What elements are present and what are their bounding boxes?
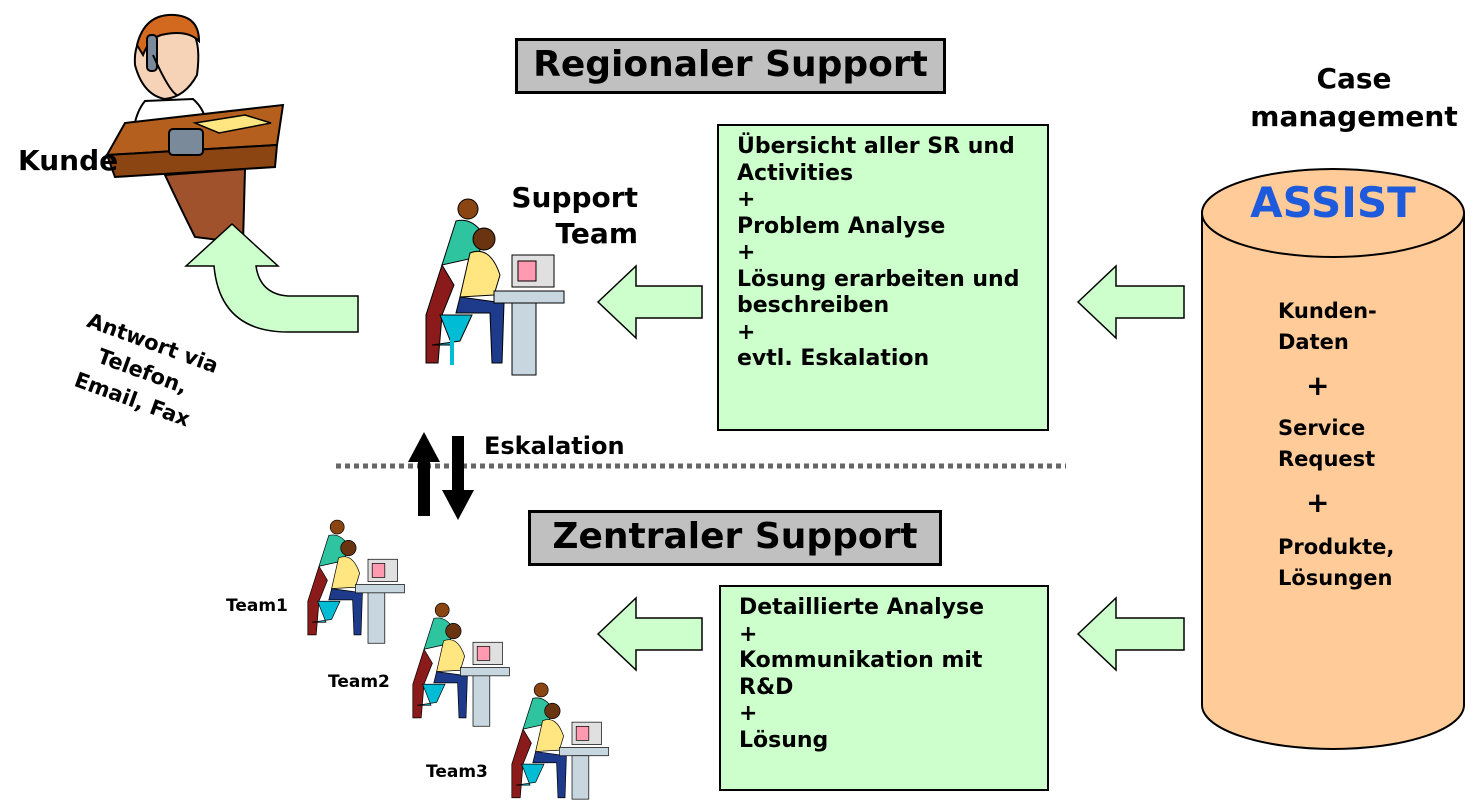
team3-label: Team3: [426, 762, 488, 782]
left-arrow-icon: [1076, 264, 1185, 340]
up-arrow-icon: [408, 432, 440, 516]
database-cylinder-icon: [1201, 168, 1465, 750]
zentral-line: Kommunikation mit: [739, 648, 983, 673]
regional-line: Activities: [737, 160, 854, 186]
assist-system-label: ASSIST: [1250, 178, 1416, 227]
left-arrow-icon: [596, 264, 703, 340]
case-title-line-2: management: [1250, 100, 1458, 133]
zentral-line: Lösung: [739, 727, 829, 753]
regional-line: Problem Analyse: [737, 213, 946, 239]
regional-line: Lösung erarbeiten und: [737, 266, 1020, 292]
case-plus: +: [1306, 369, 1330, 402]
case-plus: +: [1306, 486, 1330, 519]
regional-line: evtl. Eskalation: [737, 346, 930, 371]
support-worker-icon: [307, 519, 405, 644]
case-item: Produkte,: [1278, 535, 1395, 559]
support-worker-icon: [511, 682, 609, 800]
case-data-list: Kunden- Daten + Service Request + Produk…: [1278, 296, 1438, 594]
team2-label: Team2: [328, 672, 390, 692]
regional-support-header: Regionaler Support: [515, 38, 946, 94]
left-arrow-icon: [596, 596, 703, 672]
case-management-title: Case management: [1244, 60, 1464, 136]
zentral-tasks-box: Detaillierte Analyse + Kommunikation mit…: [719, 585, 1049, 791]
escalation-label: Eskalation: [484, 432, 625, 460]
case-item: Kunden-: [1278, 299, 1377, 323]
case-item: Lösungen: [1278, 566, 1393, 590]
regional-line: beschreiben: [737, 293, 890, 318]
return-arrow-icon: [184, 222, 359, 333]
support-team-label: Support Team: [498, 180, 638, 252]
support-worker-icon: [425, 198, 565, 376]
support-team-line-2: Team: [555, 217, 638, 250]
regional-line: +: [737, 240, 756, 265]
down-arrow-icon: [442, 436, 474, 520]
regional-tasks-box: Übersicht aller SR und Activities + Prob…: [717, 124, 1049, 431]
left-arrow-icon: [1076, 596, 1185, 672]
support-team-line-1: Support: [511, 181, 638, 214]
case-item: Service: [1278, 416, 1366, 440]
regional-line: +: [737, 319, 756, 345]
customer-label: Kunde: [18, 144, 119, 177]
zentral-support-header: Zentraler Support: [528, 510, 942, 566]
phone-customer-icon: [105, 13, 285, 245]
team1-label: Team1: [226, 596, 288, 616]
zentral-line: +: [739, 621, 758, 647]
case-title-line-1: Case: [1316, 62, 1392, 95]
case-item: Daten: [1278, 330, 1349, 354]
case-item: Request: [1278, 447, 1376, 471]
zentral-line: +: [739, 701, 758, 726]
zentral-line: R&D: [739, 674, 794, 700]
regional-line: Übersicht aller SR und: [737, 134, 1015, 159]
zentral-line: Detaillierte Analyse: [739, 595, 985, 620]
regional-line: +: [737, 187, 756, 212]
support-worker-icon: [412, 602, 510, 727]
